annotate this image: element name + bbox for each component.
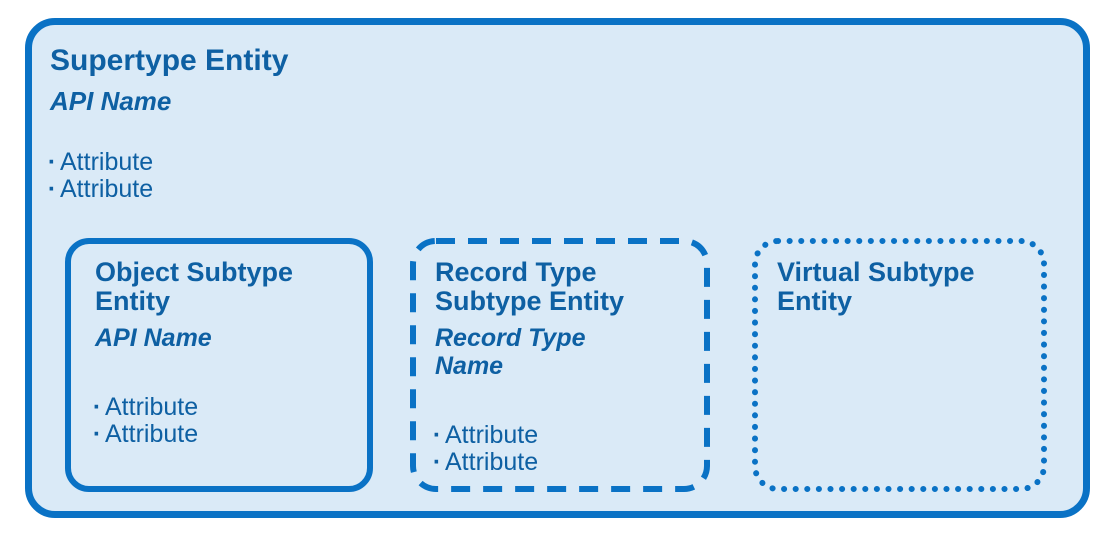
bullet-glyph: ·	[92, 393, 102, 421]
attribute-item: ·Attribute	[429, 449, 692, 476]
virtual-subtype-box: Virtual Subtype Entity	[752, 238, 1047, 492]
virtual-subtype-title: Virtual Subtype Entity	[777, 257, 975, 316]
record-type-subtype-title: Record Type Subtype Entity	[435, 257, 625, 316]
attribute-label: Attribute	[105, 393, 199, 421]
supertype-api-name: API Name	[50, 86, 172, 116]
attribute-item: ·Attribute	[44, 149, 1083, 176]
supertype-attribute-list: ·Attribute ·Attribute	[44, 149, 1083, 203]
attribute-item: ·Attribute	[89, 421, 349, 448]
attribute-label: Attribute	[60, 175, 154, 203]
object-subtype-title: Object Subtype Entity	[95, 257, 294, 316]
bullet-glyph: ·	[47, 148, 57, 176]
dotted-border	[752, 238, 1047, 492]
record-type-subtype-box: Record Type Subtype Entity Record Type N…	[410, 238, 710, 492]
attribute-label: Attribute	[445, 448, 539, 476]
object-subtype-box: Object Subtype Entity API Name ·Attribut…	[65, 238, 373, 492]
attribute-item: ·Attribute	[89, 394, 349, 421]
supertype-entity-box: Supertype Entity API Name ·Attribute ·At…	[25, 18, 1090, 518]
attribute-item: ·Attribute	[429, 422, 692, 449]
bullet-glyph: ·	[92, 420, 102, 448]
record-type-attribute-list: ·Attribute ·Attribute	[429, 422, 692, 476]
bullet-glyph: ·	[47, 175, 57, 203]
record-type-name: Record Type Name	[435, 324, 586, 380]
dashed-border	[410, 238, 710, 492]
object-subtype-attribute-list: ·Attribute ·Attribute	[89, 394, 349, 448]
attribute-label: Attribute	[60, 148, 154, 176]
attribute-item: ·Attribute	[44, 176, 1083, 203]
attribute-label: Attribute	[105, 420, 199, 448]
object-subtype-api-name: API Name	[95, 324, 212, 352]
supertype-title: Supertype Entity	[50, 44, 289, 77]
bullet-glyph: ·	[432, 421, 442, 449]
attribute-label: Attribute	[445, 421, 539, 449]
bullet-glyph: ·	[432, 448, 442, 476]
